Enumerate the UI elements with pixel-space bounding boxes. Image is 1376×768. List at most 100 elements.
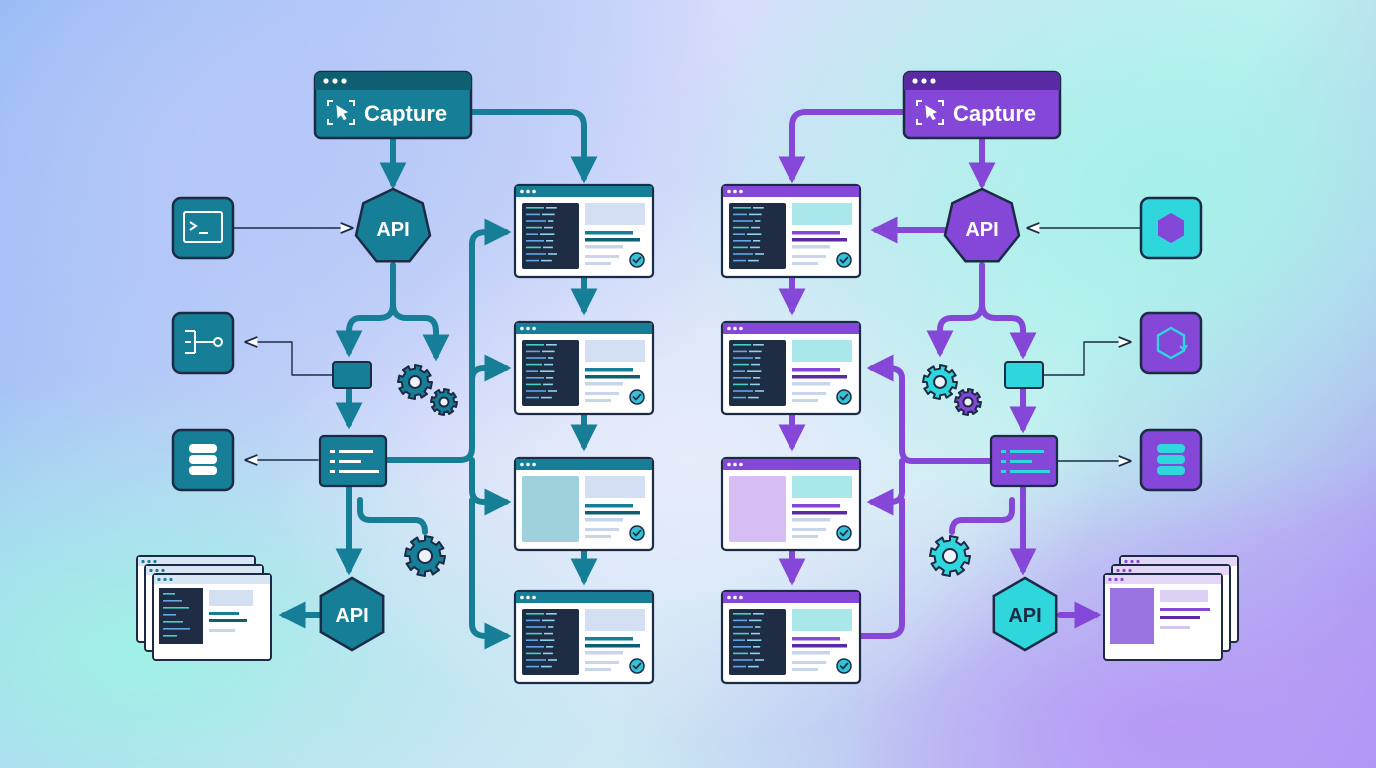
- terminal-icon: [183, 211, 223, 243]
- code-line: [548, 253, 557, 255]
- content-bar: [209, 612, 239, 615]
- window-dot: [532, 595, 536, 600]
- window-dot: [155, 568, 159, 573]
- checkmark-circle: [836, 525, 852, 541]
- content-bar: [792, 511, 847, 515]
- content-bar: [585, 245, 623, 249]
- code-line: [750, 246, 760, 249]
- refresh-hexagon-tile: [1139, 311, 1203, 375]
- list-line: [339, 460, 361, 463]
- checkmark-icon: [629, 525, 645, 541]
- code-line: [733, 207, 751, 209]
- connector-bus-to-screen-1: [383, 218, 512, 463]
- terminal-tile: [171, 196, 235, 260]
- code-line: [747, 370, 762, 372]
- checkmark-stroke: [839, 529, 849, 537]
- process-box-left: [332, 361, 372, 389]
- code-line: [546, 377, 554, 379]
- content-bar: [585, 399, 611, 402]
- window-dot: [727, 462, 731, 467]
- window-dot: [1114, 577, 1118, 582]
- database-disk: [189, 455, 217, 464]
- content-block: [792, 609, 852, 631]
- code-line: [749, 350, 762, 353]
- screen-titlebar: [516, 459, 652, 470]
- window-dot: [1130, 559, 1134, 564]
- code-line: [542, 350, 555, 353]
- code-line: [749, 213, 762, 216]
- code-line: [751, 632, 760, 635]
- terminal-prompt: [189, 221, 208, 234]
- code-panel: [522, 203, 579, 269]
- content-bar: [792, 238, 847, 242]
- code-panel: [729, 340, 786, 406]
- database-disk: [1157, 455, 1185, 464]
- checkmark-circle: [836, 658, 852, 674]
- content-bar: [1160, 616, 1200, 619]
- code-line: [751, 363, 760, 366]
- code-line: [546, 613, 557, 615]
- list-line: [339, 450, 373, 453]
- code-line: [733, 659, 753, 661]
- connector-to-refresh-hexagon: [1042, 342, 1130, 376]
- terminal-frame: [183, 211, 223, 243]
- list-bullet: [1001, 470, 1006, 473]
- content-bar: [585, 262, 611, 265]
- content-bar: [792, 651, 830, 655]
- cursor-select-icon: [916, 100, 944, 125]
- content-block: [585, 476, 645, 498]
- window-dot: [526, 595, 530, 600]
- code-line: [546, 207, 557, 209]
- stacked-window-titlebar: [1121, 557, 1237, 566]
- code-line: [755, 220, 761, 222]
- code-line: [540, 233, 555, 235]
- content-block: [792, 476, 852, 498]
- window-dot: [733, 189, 737, 194]
- window-dot: [532, 462, 536, 467]
- code-line: [526, 665, 539, 668]
- content-bar: [585, 668, 611, 671]
- code-line: [733, 259, 746, 262]
- code-line: [548, 357, 554, 359]
- content-bar: [585, 231, 633, 235]
- code-line: [526, 383, 541, 386]
- code-line: [755, 253, 764, 255]
- stacked-window-titlebar: [146, 566, 262, 575]
- refresh-hexagon-icon: [1156, 326, 1188, 360]
- stacked-window-titlebar: [138, 557, 254, 566]
- list-bullet: [330, 470, 335, 473]
- left-capture-box[interactable]: Capture: [313, 70, 473, 140]
- gear-hub: [933, 375, 947, 389]
- code-line: [541, 665, 552, 668]
- code-line: [526, 363, 542, 366]
- window-dot: [727, 595, 731, 600]
- right-capture-box[interactable]: Capture: [902, 70, 1062, 140]
- window-dot: [526, 189, 530, 194]
- right-capture-label: Capture: [953, 101, 1036, 126]
- code-line: [544, 363, 553, 366]
- window-dot: [520, 326, 524, 331]
- content-bar: [585, 651, 623, 655]
- window-dot: [169, 577, 173, 582]
- window-dot: [1136, 559, 1140, 564]
- content-bar: [209, 619, 247, 622]
- content-bar: [585, 238, 640, 242]
- content-bar: [585, 511, 640, 515]
- connector-capture-to-screen: [778, 109, 907, 184]
- code-line: [755, 357, 761, 359]
- gear-hub: [942, 548, 958, 564]
- connector-api-split-right: [979, 301, 1037, 360]
- code-line: [546, 646, 554, 648]
- list-bullet: [1001, 460, 1006, 463]
- window-dot: [739, 595, 743, 600]
- code-line: [747, 639, 762, 641]
- code-line: [526, 233, 538, 235]
- code-line: [163, 614, 176, 616]
- content-bar: [792, 245, 830, 249]
- code-line: [733, 390, 753, 392]
- code-line: [733, 639, 745, 641]
- window-dot: [147, 559, 151, 564]
- window-dot: [727, 326, 731, 331]
- refresh-arrow: [1179, 344, 1188, 352]
- code-line: [753, 207, 764, 209]
